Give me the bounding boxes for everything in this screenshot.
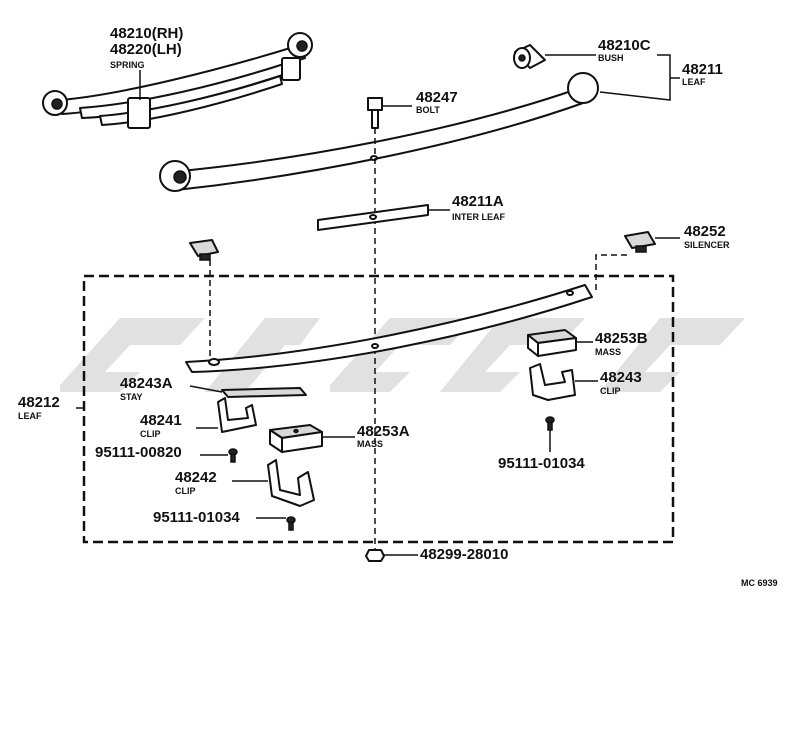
spring-assembly-illustration [42, 32, 313, 129]
clip42-name-label: CLIP [175, 486, 196, 496]
spring-name-label: SPRING [110, 60, 145, 70]
leaf2-name-label: LEAF [18, 411, 42, 421]
clip41-name-label: CLIP [140, 429, 161, 439]
clip43-name-label: CLIP [600, 386, 621, 396]
clip-48241-illustration [196, 397, 257, 433]
leaf1-name-label: LEAF [682, 77, 706, 87]
leaf-kit-frame [76, 274, 675, 544]
clip-48243-illustration [529, 363, 598, 401]
stay-illustration [189, 385, 307, 398]
nut-illustration [365, 549, 418, 562]
mass-b-name-label: MASS [595, 347, 621, 357]
leaf1-pn-label: 48211 [682, 61, 723, 78]
silencer-pn-label: 48252 [684, 223, 726, 240]
bush-pn-label: 48210C [598, 37, 651, 54]
screw-01034-left-illustration [256, 516, 296, 531]
nut-pn-label: 48299-28010 [420, 546, 508, 563]
main-leaf-illustration [159, 54, 680, 192]
bolt-pn-label: 48247 [416, 89, 458, 106]
screw1-pn-label: 95111-00820 [95, 444, 182, 461]
mass-48253a-illustration [269, 424, 355, 453]
clip42-pn-label: 48242 [175, 469, 217, 486]
interleaf-name-label: INTER LEAF [452, 212, 506, 222]
spring-lh-label: 48220(LH) [110, 41, 182, 58]
inter-leaf-illustration [317, 204, 450, 231]
stay-name-label: STAY [120, 392, 143, 402]
interleaf-pn-label: 48211A [452, 193, 504, 210]
clip-48242-illustration [232, 459, 315, 507]
mass-b-pn-label: 48253B [595, 330, 648, 347]
stay-pn-label: 48243A [120, 375, 173, 392]
mass-a-name-label: MASS [357, 439, 383, 449]
bush-illustration [513, 44, 596, 69]
clip43-pn-label: 48243 [600, 369, 642, 386]
lower-leaf-illustration [185, 284, 593, 373]
screw-01034-right-illustration [545, 416, 555, 452]
screw-00820-illustration [200, 448, 238, 463]
mass-48253b-illustration [527, 329, 593, 357]
callout-labels: 48210(RH) 48220(LH) SPRING 48210C BUSH 4… [18, 25, 778, 588]
screw3-pn-label: 95111-01034 [153, 509, 240, 526]
bush-name-label: BUSH [598, 53, 624, 63]
spring-rh-label: 48210(RH) [110, 25, 183, 42]
mass-a-pn-label: 48253A [357, 423, 410, 440]
screw2-pn-label: 95111-01034 [498, 455, 585, 472]
bolt-name-label: BOLT [416, 105, 440, 115]
silencer-name-label: SILENCER [684, 240, 730, 250]
leaf2-pn-label: 48212 [18, 394, 60, 411]
drawing-code-label: MC 6939 [741, 578, 778, 588]
silencer-illustration [189, 231, 680, 360]
clip41-pn-label: 48241 [140, 412, 182, 429]
